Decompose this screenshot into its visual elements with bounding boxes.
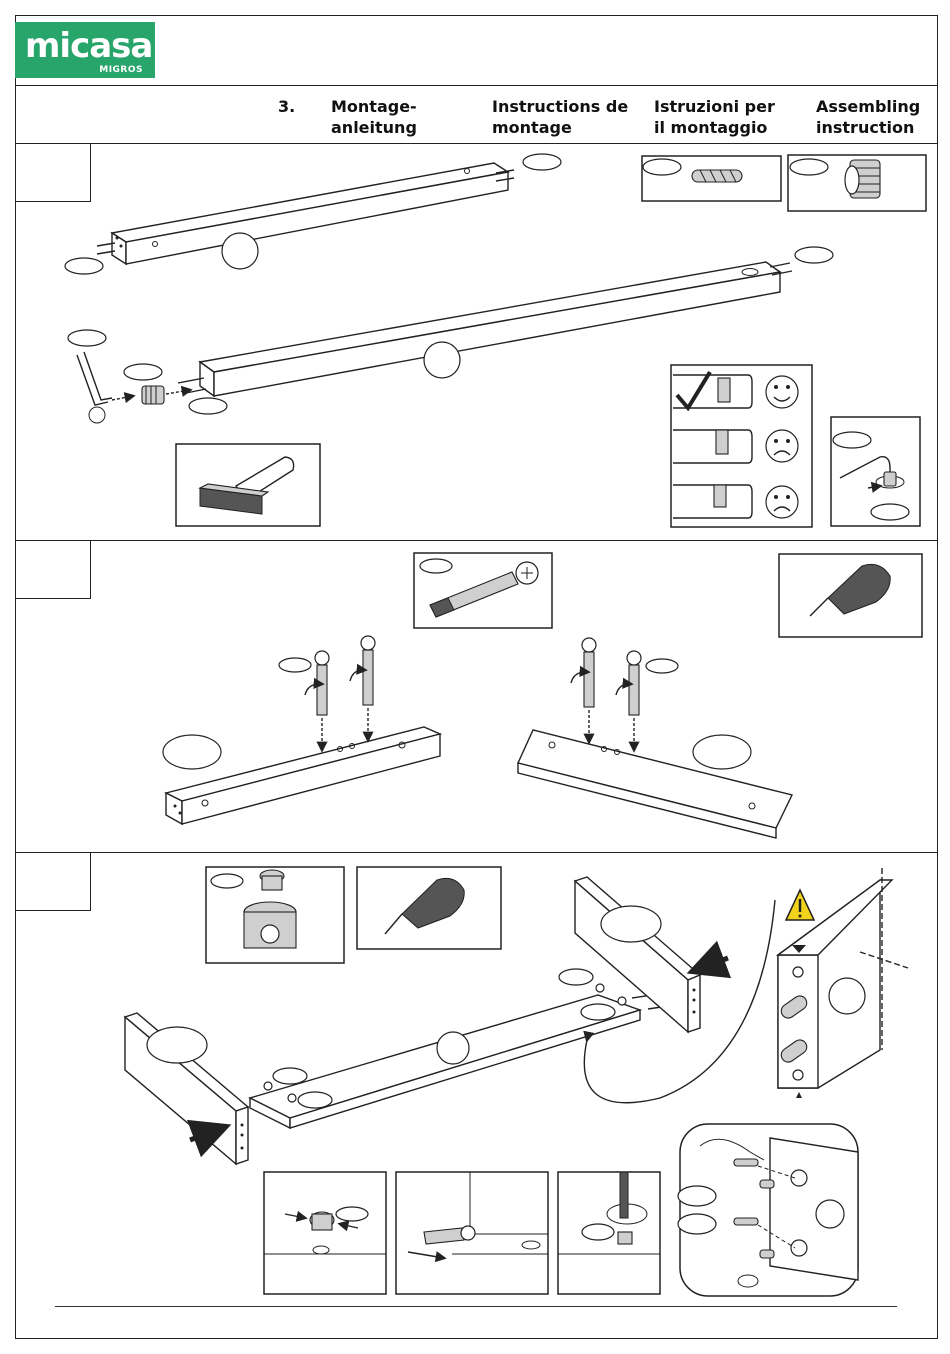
step-3-illustration (125, 867, 908, 1296)
board-left (163, 727, 440, 824)
cam-bolt-right (571, 638, 678, 750)
side-panel-left (125, 1013, 248, 1164)
allen-key-icon (68, 330, 133, 423)
step-2-illustration (163, 553, 922, 838)
detail-panel (778, 868, 908, 1098)
step-1-illustration (65, 154, 926, 527)
board-right (518, 730, 792, 838)
smiley-sad-icon (766, 430, 798, 462)
smiley-happy-icon (766, 376, 798, 408)
board-a (65, 154, 561, 274)
cam-bolt-left (279, 636, 375, 750)
smiley-sad-icon (766, 486, 798, 518)
warning-icon (786, 890, 814, 920)
detail-frame-1 (264, 1172, 386, 1294)
